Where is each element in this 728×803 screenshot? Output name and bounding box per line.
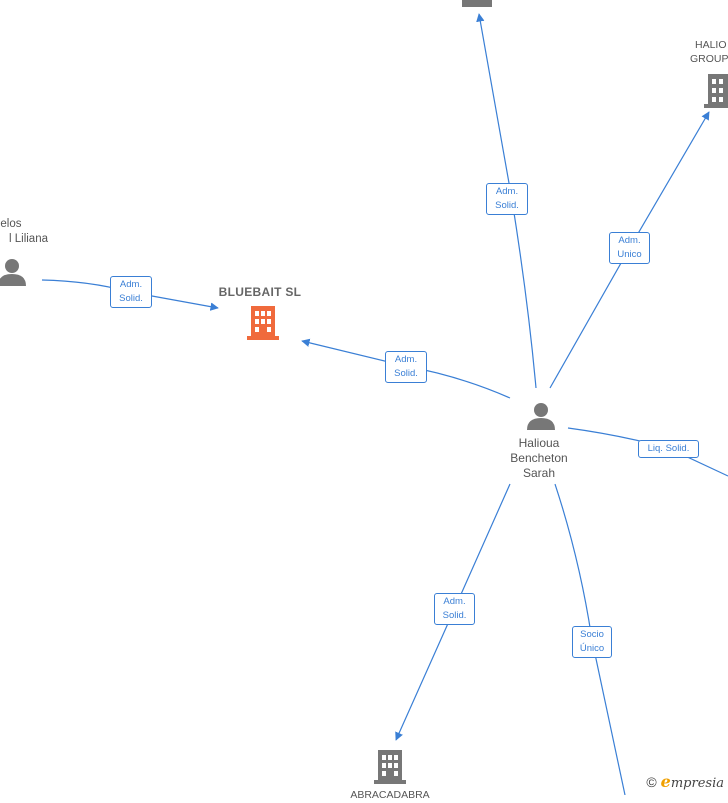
label-line: Halioua [518,436,560,450]
label-line: Sarah [522,466,556,480]
edge-label-sarah-bottom[interactable]: Socio Único [572,626,612,658]
building-icon[interactable] [374,750,406,784]
edge-label-sarah-bluebait[interactable]: Adm. Solid. [385,351,427,383]
label-line: uelos [0,218,22,230]
label-line: GROUP [690,53,728,65]
person-label-sarah[interactable]: Halioua Bencheton Sarah [496,436,582,481]
edge-label-line: Solid. [495,200,519,211]
edge-label-line: Solid. [442,610,467,621]
person-icon[interactable] [527,403,555,430]
edge-label-line: Liq. Solid. [647,443,690,454]
label-line: HALIO [695,39,727,51]
edge-label-line: Adm. [443,596,466,607]
edge-label-line: Solid. [394,368,418,379]
building-icon[interactable] [462,0,492,7]
company-label-bluebait[interactable]: BLUEBAIT SL [218,285,302,299]
company-label-abracadabra[interactable]: ABRACADABRA [350,789,430,801]
edge-label-sarah-right[interactable]: Liq. Solid. [638,440,699,458]
company-label-halio-group[interactable]: HALIO GROUP [686,38,728,66]
label-line: l Liliana [9,233,48,245]
building-icon[interactable] [704,74,728,108]
edge-label-line: Socio [580,629,604,640]
edge-label-sarah-top[interactable]: Adm. Solid. [486,183,528,215]
edge-label-sarah-halio[interactable]: Adm. Unico [609,232,650,264]
edge-label-sarah-abracadabra[interactable]: Adm. Solid. [434,593,475,625]
edge-label-line: Único [579,643,605,654]
person-label-liliana[interactable]: uelos l Liliana [0,217,48,247]
brand-logo-text: mpresia [670,776,724,791]
building-icon[interactable] [247,306,279,340]
edge-label-line: Unico [617,249,642,260]
edge-label-line: Solid. [119,293,143,304]
edge-label-liliana-bluebait[interactable]: Adm. Solid. [110,276,152,308]
edge-label-line: Adm. [394,354,418,365]
edge-label-line: Adm. [618,235,641,246]
person-icon[interactable] [0,259,26,286]
edge-label-line: Adm. [495,186,519,197]
copyright-symbol: © [646,774,657,790]
label-line: Bencheton [510,451,568,465]
brand-logo-letter: e [660,772,671,791]
copyright-notice: ©empresia [646,772,724,791]
edge-label-line: Adm. [119,279,143,290]
